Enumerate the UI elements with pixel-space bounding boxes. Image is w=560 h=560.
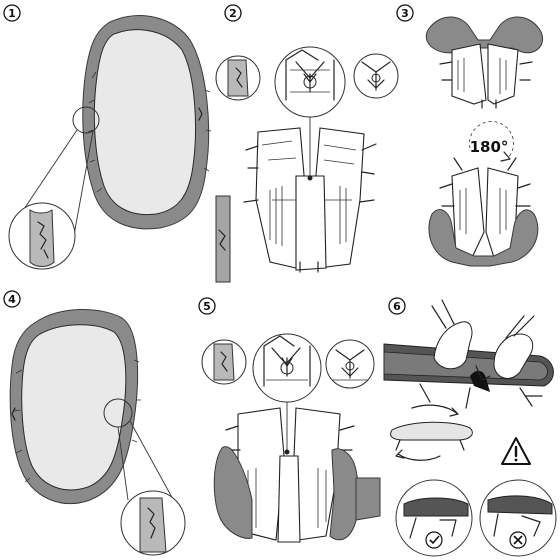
rotation-label: 180°: [470, 138, 509, 156]
folded-board-lower: [428, 157, 539, 267]
step-1-badge: 1: [3, 4, 21, 22]
step-1-panel: 1: [3, 4, 212, 270]
step-3-panel: 3 180°: [396, 4, 544, 267]
step-6-badge: 6: [388, 297, 406, 315]
latch-detail-center: [274, 46, 346, 118]
correct-position-detail: [395, 479, 473, 557]
step-1-number: 1: [8, 7, 16, 20]
rotate-arrow-icon: [449, 407, 459, 417]
drawstring-detail-callout-2: [103, 398, 186, 556]
step-4-badge: 4: [3, 290, 21, 308]
board-rotate-mini: [390, 404, 473, 461]
hook-detail-right-2: [325, 339, 375, 389]
step-5-badge: 5: [198, 297, 216, 315]
step-2-panel: 2: [215, 4, 399, 283]
cover-edge-strip: [215, 195, 231, 283]
board-with-hands: [383, 299, 554, 409]
ironing-board-cover: [82, 15, 212, 230]
cover-clip-detail-left: [215, 55, 261, 101]
folded-frame-with-cover: [213, 407, 381, 543]
step-5-number: 5: [203, 300, 211, 313]
latch-detail-center-2: [252, 333, 322, 403]
drawstring-detail-callout: [8, 106, 100, 270]
step-6-panel: 6: [383, 297, 557, 557]
incorrect-position-detail: [479, 479, 557, 557]
down-arrow-icon: [475, 365, 491, 381]
hook-detail-right: [353, 53, 399, 99]
step-4-panel: 4: [3, 290, 186, 556]
folded-frame: [243, 127, 377, 273]
step-4-number: 4: [8, 293, 16, 306]
step-3-badge: 3: [396, 4, 414, 22]
step-3-number: 3: [401, 7, 409, 20]
cover-clip-detail-left-2: [201, 339, 247, 385]
ironing-board-cover-fitted: [9, 309, 141, 504]
down-arrow-icon: [303, 73, 317, 93]
rotate-arrow-icon: [469, 121, 514, 159]
folded-board-upper: [425, 16, 544, 109]
cross-icon: [513, 535, 523, 545]
step-2-number: 2: [229, 7, 237, 20]
down-arrow-icon: [281, 357, 293, 377]
step-2-badge: 2: [224, 4, 242, 22]
step-6-number: 6: [393, 300, 401, 313]
rotate-180-indicator: 180°: [469, 121, 514, 162]
checkmark-icon: [429, 535, 440, 545]
warning-triangle-icon: [501, 437, 531, 465]
step-5-panel: 5: [198, 297, 381, 543]
